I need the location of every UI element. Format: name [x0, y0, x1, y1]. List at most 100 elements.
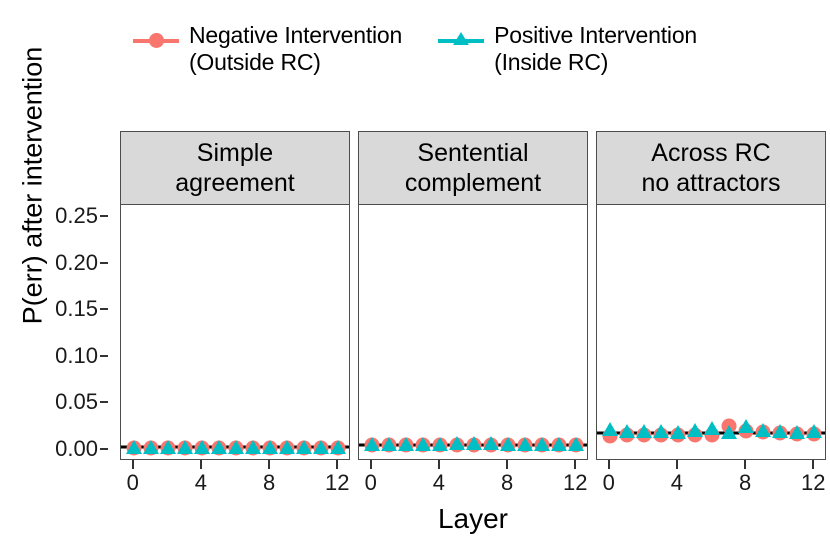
y-tick-mark [100, 401, 108, 404]
legend-entry-negative-intervention: Negative Intervention(Outside RC) [132, 22, 402, 76]
legend-triangle-positive [453, 32, 470, 45]
data-point [652, 424, 669, 439]
x-tick-label: 0 [602, 470, 615, 495]
x-tick-label: 8 [500, 470, 514, 495]
y-tick-label: 0.15 [55, 296, 98, 322]
data-point [330, 439, 347, 454]
x-tick-mark [744, 460, 747, 469]
x-tick-label: 12 [800, 470, 826, 495]
x-tick-label: 12 [324, 470, 350, 495]
legend-key-triangle-icon [438, 28, 485, 54]
legend-entry-positive-intervention: Positive Intervention(Inside RC) [438, 22, 697, 76]
data-point [397, 437, 414, 452]
y-tick-label: 0.25 [55, 203, 98, 229]
y-tick-mark [100, 215, 108, 218]
x-tick-label: 4 [670, 470, 684, 495]
data-point [721, 425, 738, 440]
legend-label-negative-line1: Negative Intervention [188, 22, 403, 48]
data-point [142, 439, 159, 454]
legend-key-circle-icon [132, 28, 179, 54]
data-point [806, 424, 823, 439]
x-tick-label: 4 [194, 470, 208, 495]
facet-label-line1: Simple [196, 139, 274, 167]
y-tick-label: 0.10 [55, 342, 98, 368]
data-point [618, 424, 635, 439]
data-point [279, 439, 296, 454]
legend-label-positive: Positive Intervention(Inside RC) [494, 22, 697, 76]
y-tick-label: 0.00 [55, 435, 98, 461]
facet-x-axis: 0 4 8 12 [120, 460, 350, 502]
facet-plot-body [596, 205, 826, 460]
data-point [176, 439, 193, 454]
data-point [551, 437, 568, 452]
y-tick-label: 0.20 [55, 249, 98, 275]
facet-label-line1: Across RC [651, 139, 771, 167]
data-point [704, 421, 720, 436]
data-point [296, 439, 313, 454]
data-point [245, 439, 262, 454]
data-point [431, 437, 448, 452]
data-point [635, 424, 652, 439]
facet-plot-body [358, 205, 588, 460]
data-point [483, 436, 500, 451]
legend-label-negative: Negative Intervention(Outside RC) [189, 22, 402, 76]
x-tick-mark [675, 460, 678, 469]
x-tick-mark [812, 460, 815, 469]
facet-label-line2: no attractors [641, 169, 781, 197]
data-point [517, 437, 534, 452]
y-tick-mark [100, 261, 108, 264]
data-point [262, 439, 279, 454]
data-point [125, 439, 142, 454]
x-tick-mark [199, 460, 202, 469]
y-axis-ticks: 0.00 0.05 0.10 0.15 0.20 0.25 [40, 131, 108, 461]
data-point [601, 422, 618, 437]
x-tick-label: 0 [126, 470, 139, 495]
x-tick-label: 0 [364, 470, 377, 495]
facet-label-line2: agreement [175, 169, 295, 197]
data-point [669, 425, 686, 440]
data-point [363, 437, 380, 452]
facet-label-line2: complement [404, 169, 542, 197]
data-point [228, 439, 244, 454]
data-point [738, 419, 755, 434]
y-tick-mark [100, 308, 108, 311]
data-point [414, 437, 431, 452]
data-point [500, 437, 517, 452]
x-tick-mark [437, 460, 440, 469]
x-tick-mark [336, 460, 339, 469]
y-tick-label: 0.05 [55, 389, 98, 415]
chart-legend: Negative Intervention(Outside RC) Positi… [0, 22, 830, 76]
x-tick-mark [131, 460, 134, 469]
x-tick-label: 12 [562, 470, 588, 495]
facet-label-line1: Sentential [417, 139, 529, 167]
data-point [448, 436, 465, 451]
legend-label-positive-line1: Positive Intervention [494, 22, 698, 48]
x-tick-mark [607, 460, 610, 469]
data-point [772, 424, 789, 439]
legend-dot-negative [148, 33, 164, 48]
x-axis-title: Layer [437, 503, 509, 534]
x-tick-mark [506, 460, 509, 469]
data-point [789, 425, 806, 440]
data-point [568, 437, 585, 452]
x-tick-mark [574, 460, 577, 469]
data-point [534, 437, 551, 452]
facet-plot-body [120, 205, 350, 460]
x-tick-label: 8 [262, 470, 276, 495]
y-tick-mark [100, 354, 108, 357]
y-tick-mark [100, 447, 108, 450]
data-point [466, 436, 482, 451]
data-point [210, 439, 227, 454]
legend-label-positive-line2: (Inside RC) [494, 49, 609, 75]
data-point [686, 423, 703, 438]
